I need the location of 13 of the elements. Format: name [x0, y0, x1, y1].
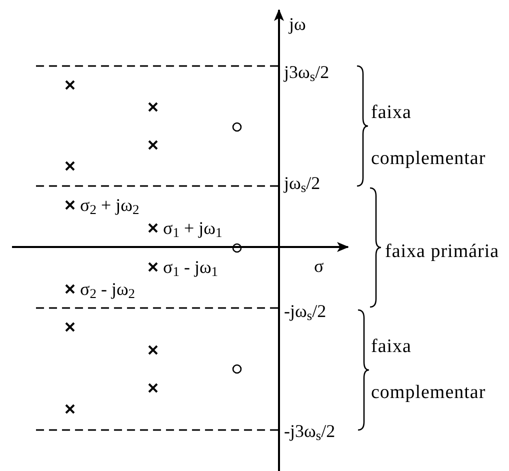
axis-label: jω$_{s}$/2 [284, 174, 320, 192]
axis-label: σ$_{2}$ - jω$_{2}$ [80, 280, 136, 298]
axis-label: j3ω$_{s}$/2 [284, 63, 330, 81]
axis-label: σ [314, 257, 324, 275]
band-label: faixa complementar [371, 101, 487, 171]
axis-label: -jω$_{s}$/2 [284, 302, 326, 320]
axis-label: σ$_{1}$ - jω$_{1}$ [163, 258, 218, 276]
band-label: faixa primária [385, 240, 500, 264]
axis-label: σ$_{1}$ + jω$_{1}$ [163, 219, 222, 237]
band-label: faixa complementar [371, 335, 487, 405]
axis-label: -j3ω$_{s}$/2 [284, 422, 336, 440]
axis-label: jω [289, 15, 306, 33]
axis-label: σ$_{2}$ + jω$_{2}$ [80, 196, 140, 214]
